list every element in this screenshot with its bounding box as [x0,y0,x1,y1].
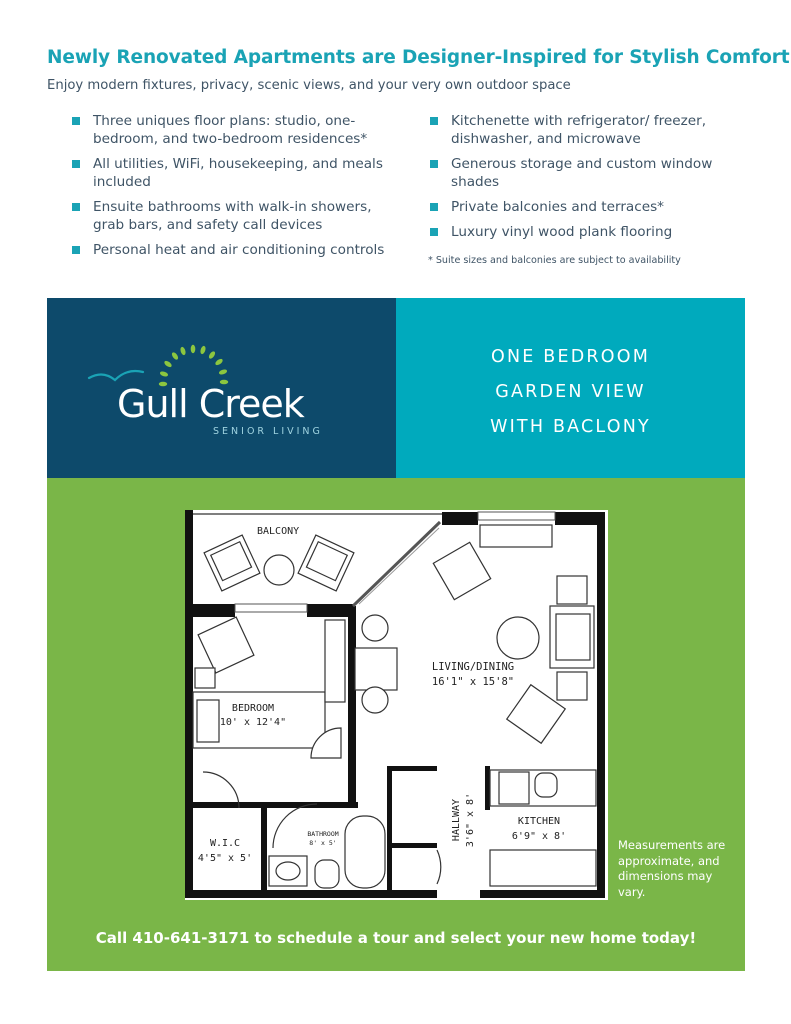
feature-item: Three uniques floor plans: studio, one-b… [72,112,407,148]
feature-text: Three uniques floor plans: studio, one-b… [93,113,368,147]
subheadline: Enjoy modern fixtures, privacy, scenic v… [47,78,571,93]
logo-graphic [87,344,229,387]
feature-item: Ensuite bathrooms with walk-in showers, … [72,198,407,234]
bathroom-dims: 8' x 5' [309,839,336,847]
plan-title-line: WITH BACLONY [490,417,651,437]
feature-item: Kitchenette with refrigerator/ freezer, … [430,112,750,148]
bullet-icon [430,203,438,211]
bedroom-label: BEDROOM [232,703,274,714]
gull-icon [87,369,145,382]
feature-text: All utilities, WiFi, housekeeping, and m… [93,156,383,190]
feature-item: Generous storage and custom window shade… [430,155,750,191]
hallway-label: HALLWAY [451,799,462,841]
bullet-icon [72,117,80,125]
bullet-icon [72,246,80,254]
feature-text: Kitchenette with refrigerator/ freezer, … [451,113,707,147]
bedroom-window [234,603,308,613]
plan-title-panel: ONE BEDROOM GARDEN VIEW WITH BACLONY [396,298,745,478]
wic-label: W.I.C [210,838,240,849]
brand-panel [47,298,396,478]
feature-item: Luxury vinyl wood plank flooring [430,223,750,241]
balcony-label: BALCONY [257,526,299,537]
wic-dims: 4'5" x 5' [198,853,252,864]
plan-title-line: GARDEN VIEW [495,382,646,402]
bullet-icon [72,203,80,211]
feature-text: Personal heat and air conditioning contr… [93,242,385,258]
bathroom-label: BATHROOM [307,830,338,838]
living-window [477,511,556,521]
bullet-icon [430,160,438,168]
living-label: LIVING/DINING [432,661,514,673]
living-dims: 16'1" x 15'8" [432,676,514,688]
sliding-door [351,520,442,608]
feature-item: All utilities, WiFi, housekeeping, and m… [72,155,407,191]
kitchen-bath-fixtures [202,769,597,889]
feature-item: Personal heat and air conditioning contr… [72,241,407,259]
call-to-action: Call 410-641-3171 to schedule a tour and… [95,929,697,947]
living-furniture [354,524,595,745]
bullet-icon [430,117,438,125]
feature-item: Private balconies and terraces* [430,198,750,216]
balcony-furniture [203,534,355,592]
sun-leaves-icon [158,344,229,387]
kitchen-label: KITCHEN [518,816,560,827]
brand-tagline: SENIOR LIVING [213,426,323,437]
walls [185,510,605,898]
feature-text: Ensuite bathrooms with walk-in showers, … [93,199,372,233]
feature-list-right: Kitchenette with refrigerator/ freezer, … [430,112,750,248]
measurement-note: Measurements are approximate, and dimens… [618,838,726,899]
bedroom-dims: 10' x 12'4" [220,717,286,728]
kitchen-dims: 6'9" x 8' [512,831,566,842]
headline: Newly Renovated Apartments are Designer-… [47,47,790,68]
feature-list-left: Three uniques floor plans: studio, one-b… [72,112,407,266]
bullet-icon [72,160,80,168]
feature-text: Luxury vinyl wood plank flooring [451,224,673,240]
feature-text: Generous storage and custom window shade… [451,156,713,190]
brand-name: Gull Creek [117,382,305,426]
bedroom-furniture [192,616,346,759]
plan-title-line: ONE BEDROOM [490,347,651,367]
feature-text: Private balconies and terraces* [451,199,664,215]
bullet-icon [430,228,438,236]
availability-footnote: * Suite sizes and balconies are subject … [428,255,681,266]
floor-plan: BALCONY LIVING/DINING 16'1" x 15'8" BEDR… [185,510,608,900]
hallway-dims: 3'6" x 8' [465,793,476,847]
